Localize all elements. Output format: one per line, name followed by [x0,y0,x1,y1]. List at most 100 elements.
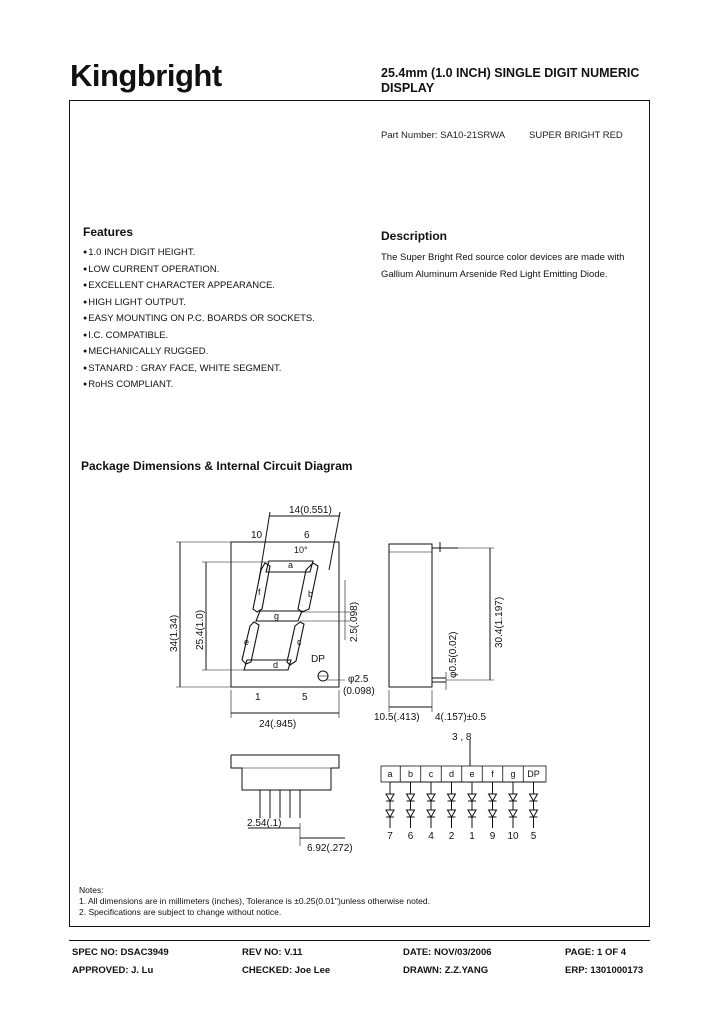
dim-side-height: 30.4(1.197) [494,597,505,648]
seg-label-f: f [258,587,261,597]
dim-width-top: 14(0.551) [289,505,332,516]
diode-icon [385,809,395,819]
front-body-outline [230,541,340,688]
segment-g [255,610,303,622]
dim-seg-gap: 2.5(.098) [349,602,360,642]
pin-label-5: 5 [302,692,308,703]
pin-label-10: 10 [251,530,263,541]
circuit-segment-label: b [408,769,413,779]
feature-item: STANARD : GRAY FACE, WHITE SEGMENT. [83,361,315,378]
dim-dp-dia-in: (0.098) [343,686,375,697]
diode-icon [446,793,457,803]
dim-height-total: 34(1.34) [169,615,180,652]
dim-line [258,511,271,581]
circuit-segment-label: g [510,769,515,779]
description-text: The Super Bright Red source color device… [381,249,651,283]
diode-icon [426,809,436,819]
circuit-label-row [380,765,547,783]
digit-segments [241,560,319,671]
circuit-segment-label: DP [527,769,540,779]
dim-dp-dia: φ2.5 [348,674,369,685]
dim-angle: 10° [294,545,308,555]
date: DATE: NOV/03/2006 [403,947,492,958]
page-number: PAGE: 1 OF 4 [565,947,627,958]
part-color: SUPER BRIGHT RED [529,130,623,141]
checked-by: CHECKED: Joe Lee [242,965,331,976]
diode-icon [528,809,539,819]
circuit-pin-number: 1 [469,831,475,842]
features-list: 1.0 INCH DIGIT HEIGHT. LOW CURRENT OPERA… [83,245,315,394]
circuit-pin-number: 10 [507,831,519,842]
diode-icon [487,809,498,819]
circuit-common-pins: 3 , 8 [452,732,472,743]
diode-icon [528,793,539,803]
description-heading: Description [381,229,448,243]
spec-number: SPEC NO: DSAC3949 [72,947,169,958]
feature-item: RoHS COMPLIANT. [83,377,315,394]
feature-item: LOW CURRENT OPERATION. [83,262,315,279]
dim-depth: 10.5(.413) [374,712,420,723]
dp-label: DP [311,654,325,665]
diode-icon [426,793,436,803]
note-2: 2. Specifications are subject to change … [79,907,282,917]
approved-by: APPROVED: J. Lu [72,965,154,976]
title-line-1: 25.4mm (1.0 INCH) SINGLE DIGIT NUMERIC [381,66,640,80]
note-1: 1. All dimensions are in millimeters (in… [79,896,430,906]
dim-height-digit: 25.4(1.0) [195,610,206,650]
circuit-segment-label: c [429,769,434,779]
seg-label-e: e [244,637,249,647]
diode-icon [405,809,416,819]
footer-separator [69,940,650,941]
circuit-pin-number: 9 [490,831,496,842]
circuit-segment-label: f [491,769,494,779]
side-body-outline [388,543,433,688]
circuit-pin-number: 4 [428,831,434,842]
diode-icon [467,809,477,819]
segment-b [297,562,319,613]
notes-title: Notes: [79,885,104,895]
notes: Notes: 1. All dimensions are in millimet… [79,885,430,918]
circuit-pin-number: 6 [408,831,414,842]
feature-item: I.C. COMPATIBLE. [83,328,315,345]
feature-item: EASY MOUNTING ON P.C. BOARDS OR SOCKETS. [83,311,315,328]
pin-label-1: 1 [255,692,261,703]
feature-item: HIGH LIGHT OUTPUT. [83,295,315,312]
seg-label-a: a [288,560,293,570]
circuit-segment-label: e [469,769,474,779]
brand-logo: Kingbright [70,58,222,93]
bottom-pins [259,790,301,818]
circuit-pin-number: 7 [387,831,393,842]
circuit-segment-label: a [387,769,392,779]
circuit-cells [380,765,547,783]
seg-label-d: d [273,660,278,670]
erp-number: ERP: 1301000173 [565,965,644,976]
dim-pin-len: 4(.157)±0.5 [435,712,487,723]
revision: REV NO: V.11 [242,947,303,958]
diode-icon [405,793,416,803]
circuit-pin-number: 5 [531,831,537,842]
circuit-segment-label: d [449,769,454,779]
package-heading: Package Dimensions & Internal Circuit Di… [81,459,353,473]
feature-item: MECHANICALLY RUGGED. [83,344,315,361]
seg-label-b: b [308,589,313,599]
diode-icon [446,809,457,819]
content-frame [69,100,650,927]
description-line-1: The Super Bright Red source color device… [381,252,625,263]
feature-item: EXCELLENT CHARACTER APPEARANCE. [83,278,315,295]
segment-f [252,562,271,613]
segment-e [241,621,260,665]
diode-icon [508,793,518,803]
dim-width-body: 24(.945) [259,719,296,730]
drawn-by: DRAWN: Z.Z.YANG [403,965,489,976]
dim-pin-dia: φ0.5(0.02) [448,631,459,678]
features-heading: Features [83,225,134,239]
seg-label-c: c [297,637,302,647]
diode-icon [508,809,518,819]
bottom-view-outline [230,754,340,791]
diode-icon [467,793,477,803]
dim-line [328,511,341,571]
title-line-2: DISPLAY [381,81,435,95]
document-title: 25.4mm (1.0 INCH) SINGLE DIGIT NUMERIC D… [381,66,681,96]
